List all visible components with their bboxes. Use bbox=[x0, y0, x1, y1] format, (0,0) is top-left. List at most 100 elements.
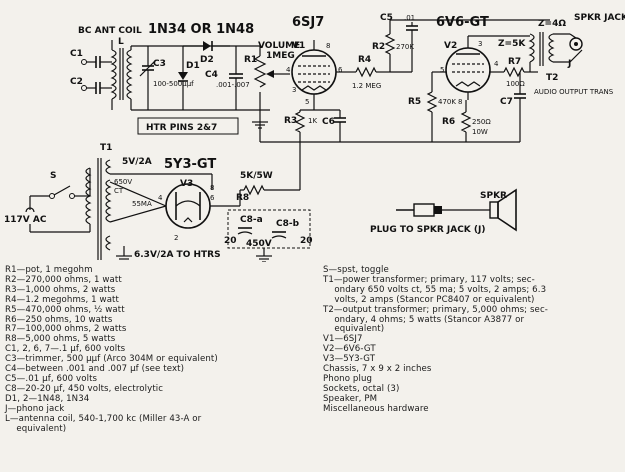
v3-pin-2: 2 bbox=[174, 234, 178, 242]
diode-type-label: 1N34 OR 1N48 bbox=[148, 22, 254, 37]
c4-value: .001-.007 bbox=[216, 81, 250, 89]
parts-item: equivalent) bbox=[5, 423, 67, 434]
v1-pin-5: 5 bbox=[305, 98, 309, 106]
c8a-label: C8-a bbox=[240, 215, 263, 225]
d1-label: D1 bbox=[186, 61, 200, 71]
v1-tube bbox=[291, 49, 337, 95]
r4-label: R4 bbox=[358, 55, 371, 65]
ma-label: 55MA bbox=[132, 200, 152, 208]
parts-item: R3—1,000 ohms, 2 watts bbox=[5, 284, 116, 295]
parts-item: D1, 2—1N48, 1N34 bbox=[5, 393, 90, 404]
v2-pin-4: 4 bbox=[494, 60, 499, 68]
parts-item: ondary 650 volts ct, 55 ma; 5 volts, 2 a… bbox=[323, 284, 547, 295]
parts-item: V1—6SJ7 bbox=[323, 334, 363, 345]
c7-capacitor bbox=[514, 72, 526, 142]
parts-item: R5—470,000 ohms, ½ watt bbox=[5, 304, 125, 315]
parts-item: R1—pot, 1 megohm bbox=[5, 265, 93, 275]
r1-label: R1 bbox=[244, 55, 257, 65]
t1-label: T1 bbox=[100, 143, 112, 153]
parts-item: Chassis, 7 x 9 x 2 inches bbox=[323, 364, 432, 375]
parts-list-left: R1—pot, 1 megohm R2—270,000 ohms, 1 watt… bbox=[5, 265, 310, 434]
r8-label: R8 bbox=[236, 193, 249, 203]
c5-value: .01 bbox=[404, 14, 415, 22]
r3-resistor bbox=[294, 110, 306, 142]
parts-item: C3—trimmer, 500 μμf (Arco 304M or equiva… bbox=[5, 354, 218, 365]
parts-item: Miscellaneous hardware bbox=[323, 403, 429, 414]
schematic-diagram: BC ANT COIL L 1N34 OR 1N48 C1 C2 C bbox=[4, 13, 625, 262]
htr-pins-box bbox=[137, 117, 239, 135]
parts-item: J—phono jack bbox=[5, 403, 65, 414]
v63-label: 6.3V/2A TO HTRS bbox=[134, 250, 221, 260]
spkr-jack-label: SPKR JACK bbox=[574, 13, 625, 23]
parts-item: C4—between .001 and .007 μf (see text) bbox=[5, 364, 185, 375]
c1-capacitor bbox=[86, 56, 112, 68]
r4-value: 1.2 MEG bbox=[352, 82, 381, 90]
audio-output-label: AUDIO OUTPUT TRANS bbox=[534, 88, 614, 96]
parts-item: R2—270,000 ohms, 1 watt bbox=[5, 274, 122, 285]
spkr-plug-label: SPKR bbox=[480, 191, 507, 201]
s-label: S bbox=[50, 171, 56, 181]
ac-input bbox=[25, 196, 91, 233]
parts-list: R1—pot, 1 megohm R2—270,000 ohms, 1 watt… bbox=[0, 265, 625, 472]
parts-item: equivalent) bbox=[323, 324, 385, 335]
parts-item: C1, 2, 6, 7—.1 μf, 600 volts bbox=[5, 344, 126, 355]
r2-label: R2 bbox=[372, 42, 385, 52]
v1-pin-8: 8 bbox=[326, 42, 330, 50]
parts-item: L—antenna coil, 540-1,700 kc (Miller 43-… bbox=[5, 413, 202, 424]
v2-tube-name: 6V6-GT bbox=[436, 15, 489, 30]
parts-item: S—spst, toggle bbox=[323, 265, 389, 275]
parts-list-right: S—spst, toggle T1—power transformer; pri… bbox=[323, 265, 619, 415]
parts-item: R8—5,000 ohms, 5 watts bbox=[5, 334, 116, 345]
c3-label: C3 bbox=[153, 59, 166, 69]
d2-label: D2 bbox=[200, 55, 214, 65]
j-label: J bbox=[567, 59, 571, 69]
c7-label: C7 bbox=[500, 97, 513, 107]
plug-label: PLUG TO SPKR JACK (J) bbox=[370, 225, 485, 235]
c6-capacitor bbox=[334, 110, 346, 142]
r6-watts: 10W bbox=[472, 128, 488, 136]
r7-label: R7 bbox=[508, 57, 521, 67]
v1-tube-name: 6SJ7 bbox=[292, 15, 324, 30]
c2-capacitor bbox=[86, 82, 112, 94]
parts-item: ondary, 4 ohms; 5 watts (Stancor A3877 o… bbox=[323, 314, 525, 325]
power-switch bbox=[30, 168, 91, 199]
coil-l-label: L bbox=[118, 37, 124, 47]
v2-pin-3: 3 bbox=[478, 40, 482, 48]
d2-diode bbox=[183, 41, 230, 51]
parts-item: Phono plug bbox=[323, 373, 373, 384]
ground-symbol-3 bbox=[116, 246, 132, 260]
r3-label: R3 bbox=[284, 116, 297, 126]
r1-volume-pot bbox=[253, 46, 290, 110]
r2-resistor bbox=[384, 20, 396, 72]
t2-label: T2 bbox=[546, 73, 558, 83]
v2-pin-8: 8 bbox=[458, 98, 462, 106]
r8-value: 5K/5W bbox=[240, 171, 273, 181]
ant-coil-label: BC ANT COIL bbox=[78, 26, 142, 36]
c1-label: C1 bbox=[70, 49, 83, 59]
r5-label: R5 bbox=[408, 97, 421, 107]
c2-label: C2 bbox=[70, 77, 83, 87]
cap-20a: 20 bbox=[224, 236, 237, 246]
ground-symbol-2 bbox=[256, 248, 272, 262]
r6-value: 250Ω bbox=[472, 118, 491, 126]
parts-item: R6—250 ohms, 10 watts bbox=[5, 314, 113, 325]
r7-resistor bbox=[500, 66, 538, 78]
cap-20b: 20 bbox=[300, 236, 313, 246]
v1-pin-3: 3 bbox=[292, 86, 296, 94]
ct-label: CT bbox=[114, 187, 124, 195]
parts-item: T1—power transformer; primary, 117 volts… bbox=[323, 274, 535, 285]
parts-item: C5—.01 μf, 600 volts bbox=[5, 373, 98, 384]
v450-label: 450V bbox=[246, 239, 272, 249]
c6-label: C6 bbox=[322, 117, 335, 127]
z4-label: Z=4Ω bbox=[538, 19, 566, 29]
parts-item: Speaker, PM bbox=[323, 393, 378, 404]
parts-item: T2—output transformer; primary, 5,000 oh… bbox=[323, 304, 548, 315]
c5-label: C5 bbox=[380, 13, 393, 23]
v3-tube-name: 5Y3-GT bbox=[164, 157, 216, 172]
r6-label: R6 bbox=[442, 117, 455, 127]
v1-pin-6: 6 bbox=[338, 66, 343, 74]
z5k-label: Z=5K bbox=[498, 39, 526, 49]
htr-pins-label: HTR PINS 2&7 bbox=[146, 123, 217, 133]
c8b-label: C8-b bbox=[276, 219, 300, 229]
r3-value: 1K bbox=[308, 117, 317, 125]
